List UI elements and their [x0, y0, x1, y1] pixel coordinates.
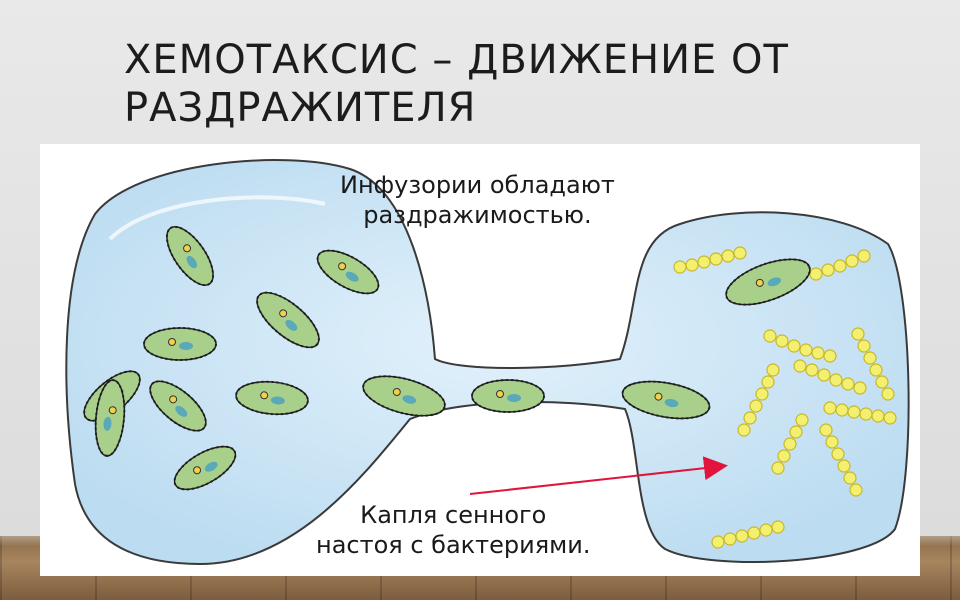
ciliate [165, 225, 215, 287]
bacteria-chain [763, 329, 837, 363]
ciliate [621, 380, 711, 420]
bacteria-chain [809, 249, 871, 281]
bacteria-chain [711, 520, 785, 549]
drop-highlight [108, 195, 326, 241]
slide-title: ХЕМОТАКСИС – ДВИЖЕНИЕ ОТ РАЗДРАЖИТЕЛЯ [124, 36, 944, 132]
title-line-1: ХЕМОТАКСИС – ДВИЖЕНИЕ ОТ [124, 37, 789, 83]
title-line-2: РАЗДРАЖИТЕЛЯ [124, 85, 477, 131]
caption-hay-infusion-line-2: настоя с бактериями. [316, 531, 591, 559]
ciliate [94, 379, 126, 457]
bacteria-chain [851, 327, 895, 401]
bacteria-chain [823, 401, 897, 425]
caption-ciliates: Инфузории обладают раздражимостью. [340, 170, 615, 230]
caption-hay-infusion: Капля сенного настоя с бактериями. [316, 500, 591, 560]
bacteria-chain [737, 363, 780, 437]
bacteria-chain [793, 359, 867, 395]
ciliate-group [83, 225, 811, 491]
ciliate [256, 291, 320, 349]
ciliate [143, 327, 217, 361]
pointer-arrow [469, 456, 728, 495]
bacteria-chain [819, 423, 863, 497]
ciliate [149, 380, 207, 432]
illustration-svg [65, 159, 910, 566]
ciliate [362, 375, 446, 417]
ciliate [316, 249, 380, 295]
bacteria-chain [771, 413, 809, 475]
ciliate [471, 379, 545, 413]
bacteria-colony [673, 246, 897, 549]
ciliate [235, 380, 309, 416]
caption-hay-infusion-line-1: Капля сенного [360, 501, 547, 529]
bacteria-chain [673, 246, 747, 274]
caption-ciliates-line-1: Инфузории обладают [340, 171, 615, 199]
ciliate [725, 258, 811, 306]
caption-ciliates-line-2: раздражимостью. [363, 201, 592, 229]
ciliate [173, 445, 237, 491]
chemotaxis-illustration: Инфузории обладают раздражимостью. Капля… [40, 144, 920, 576]
